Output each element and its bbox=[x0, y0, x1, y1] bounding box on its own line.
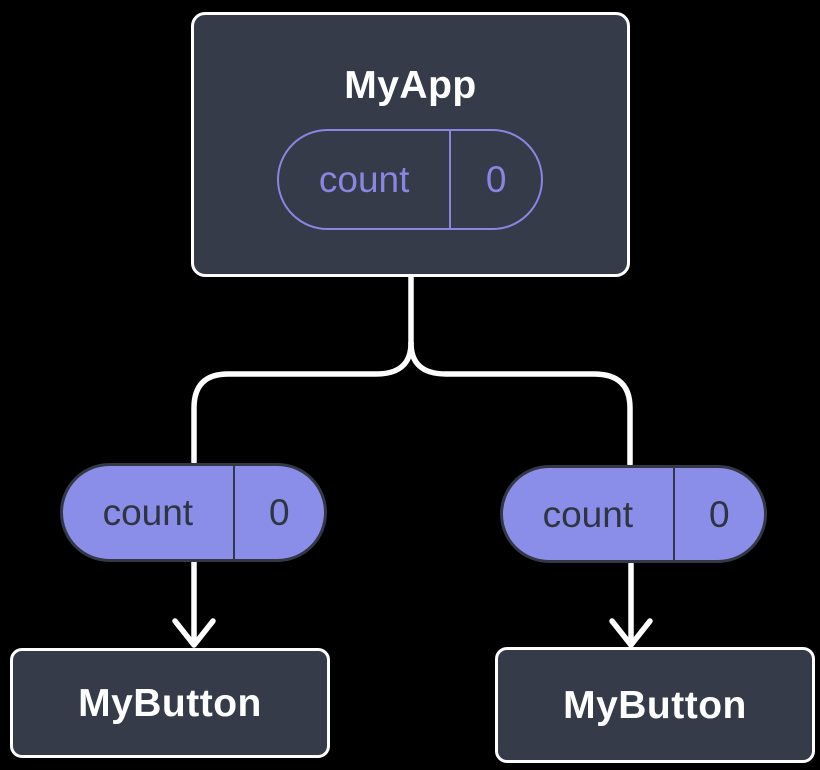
arrow-left-head-icon bbox=[172, 618, 216, 648]
prop-pill-right-value: 0 bbox=[672, 468, 764, 560]
prop-pill-left-label: count bbox=[102, 492, 194, 533]
state-pill-value: 0 bbox=[449, 131, 541, 228]
prop-pill-right: count 0 bbox=[500, 465, 767, 563]
mybutton-left-title: MyButton bbox=[78, 681, 262, 725]
myapp-node: MyApp count 0 bbox=[191, 12, 630, 277]
mybutton-right-title: MyButton bbox=[563, 683, 747, 727]
state-pill-label: count bbox=[318, 159, 410, 200]
mybutton-node-right: MyButton bbox=[495, 647, 815, 763]
mybutton-node-left: MyButton bbox=[10, 648, 330, 758]
arrow-right-head-icon bbox=[609, 618, 653, 648]
myapp-state-pill: count 0 bbox=[277, 129, 543, 230]
fork-left-line bbox=[191, 340, 414, 465]
myapp-node-title: MyApp bbox=[344, 64, 477, 107]
fork-right-line bbox=[408, 340, 633, 467]
prop-pill-right-label: count bbox=[542, 493, 634, 535]
prop-pill-left-value: 0 bbox=[232, 466, 324, 559]
prop-pill-left: count 0 bbox=[60, 463, 327, 562]
